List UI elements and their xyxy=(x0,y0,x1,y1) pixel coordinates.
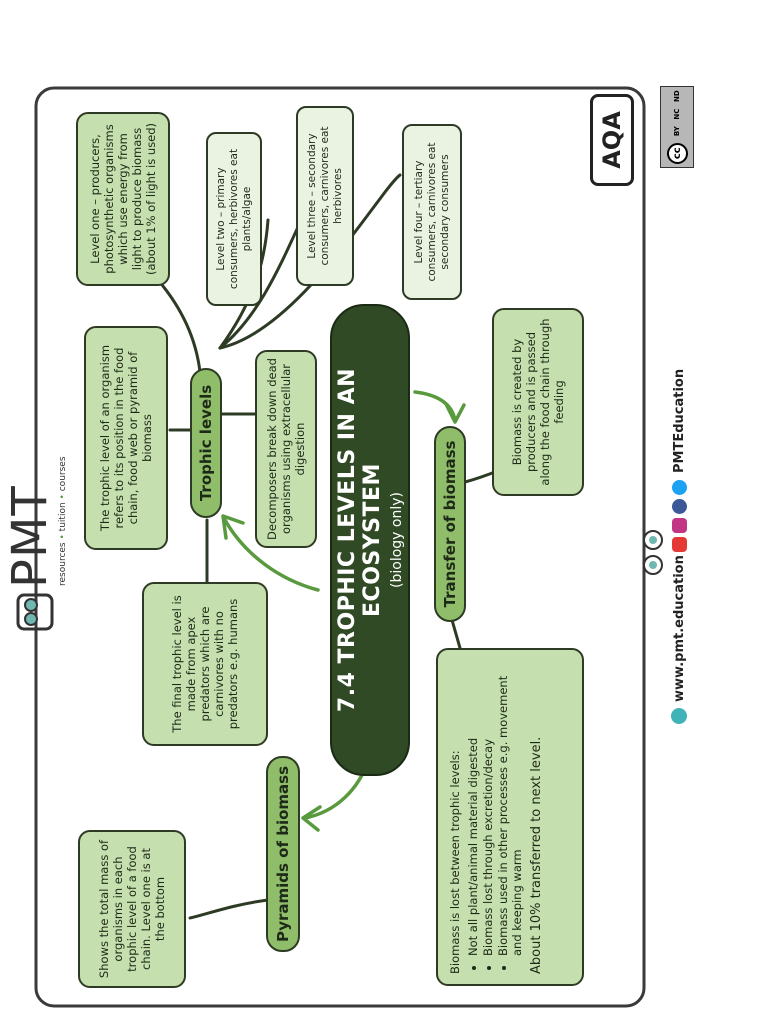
biomass-lost-list: Not all plant/animal material digested B… xyxy=(466,660,524,974)
branch-trophic-levels: Trophic levels xyxy=(190,368,222,518)
line-biomass-lost xyxy=(450,618,462,650)
node-pyramid-definition: Shows the total mass of organisms in eac… xyxy=(78,830,186,988)
biomass-lost-heading: Biomass is lost between trophic levels: xyxy=(448,750,462,974)
page-subtitle: (biology only) xyxy=(389,492,405,588)
pmt-logo: PMT resources • tuition • courses xyxy=(2,432,74,632)
tagline-word: tuition xyxy=(58,502,68,532)
list-item: Biomass lost through excretion/decay xyxy=(481,660,495,956)
twitter-icon[interactable] xyxy=(671,480,687,495)
page-frame xyxy=(34,86,646,1008)
tagline-word: courses xyxy=(58,456,68,492)
tagline-word: resources xyxy=(58,542,68,586)
footer-owl-icon xyxy=(643,530,663,575)
owl-icon xyxy=(16,593,54,631)
list-item: Biomass used in other processes e.g. mov… xyxy=(496,660,524,956)
node-level-four: Level four – tertiary consumers, carnivo… xyxy=(402,124,462,300)
youtube-icon[interactable] xyxy=(671,537,687,552)
line-pyramid-definition xyxy=(188,898,270,920)
biomass-lost-footer: About 10% transferred to next level. xyxy=(529,736,544,974)
node-final-level: The final trophic level is made from ape… xyxy=(142,582,268,746)
arrow-to-trophic-levels xyxy=(223,518,320,592)
logo-text: PMT xyxy=(2,485,58,588)
arrow-to-transfer xyxy=(413,390,457,422)
branch-pyramids-of-biomass: Pyramids of biomass xyxy=(266,756,300,952)
node-level-one: Level one – producers, photosynthetic or… xyxy=(76,112,170,286)
node-decomposers: Decomposers break down dead organisms us… xyxy=(255,350,317,548)
logo-tagline: resources • tuition • courses xyxy=(58,456,68,586)
by-icon: BY xyxy=(673,126,681,137)
social-handle[interactable]: PMTEducation xyxy=(671,368,687,473)
title-node: 7.4 TROPHIC LEVELS IN AN ECOSYSTEM (biol… xyxy=(330,304,410,776)
website-text: www.pmt.education xyxy=(671,555,687,702)
website-link[interactable]: www.pmt.education xyxy=(668,555,690,724)
node-trophic-definition: The trophic level of an organism refers … xyxy=(84,326,168,550)
exam-board-badge: AQA xyxy=(590,94,634,186)
node-biomass-created: Biomass is created by producers and is p… xyxy=(492,308,584,496)
instagram-icon[interactable] xyxy=(671,518,687,533)
node-level-three: Level three – secondary consumers, carni… xyxy=(296,106,354,286)
node-biomass-lost: Biomass is lost between trophic levels: … xyxy=(436,648,584,986)
node-level-two: Level two – primary consumers, herbivore… xyxy=(206,132,262,306)
nd-icon: ND xyxy=(673,90,681,102)
cursor-icon xyxy=(671,708,687,724)
license-badge: cc BY NC ND xyxy=(660,86,694,168)
facebook-icon[interactable] xyxy=(671,499,687,514)
line-level-one xyxy=(156,278,202,374)
page-title: 7.4 TROPHIC LEVELS IN AN ECOSYSTEM xyxy=(335,367,385,713)
branch-transfer-of-biomass: Transfer of biomass xyxy=(434,426,466,622)
nc-icon: NC xyxy=(673,108,681,120)
social-links: PMTEducation xyxy=(668,362,690,552)
list-item: Not all plant/animal material digested xyxy=(466,660,480,956)
cc-icon: cc xyxy=(666,142,688,164)
